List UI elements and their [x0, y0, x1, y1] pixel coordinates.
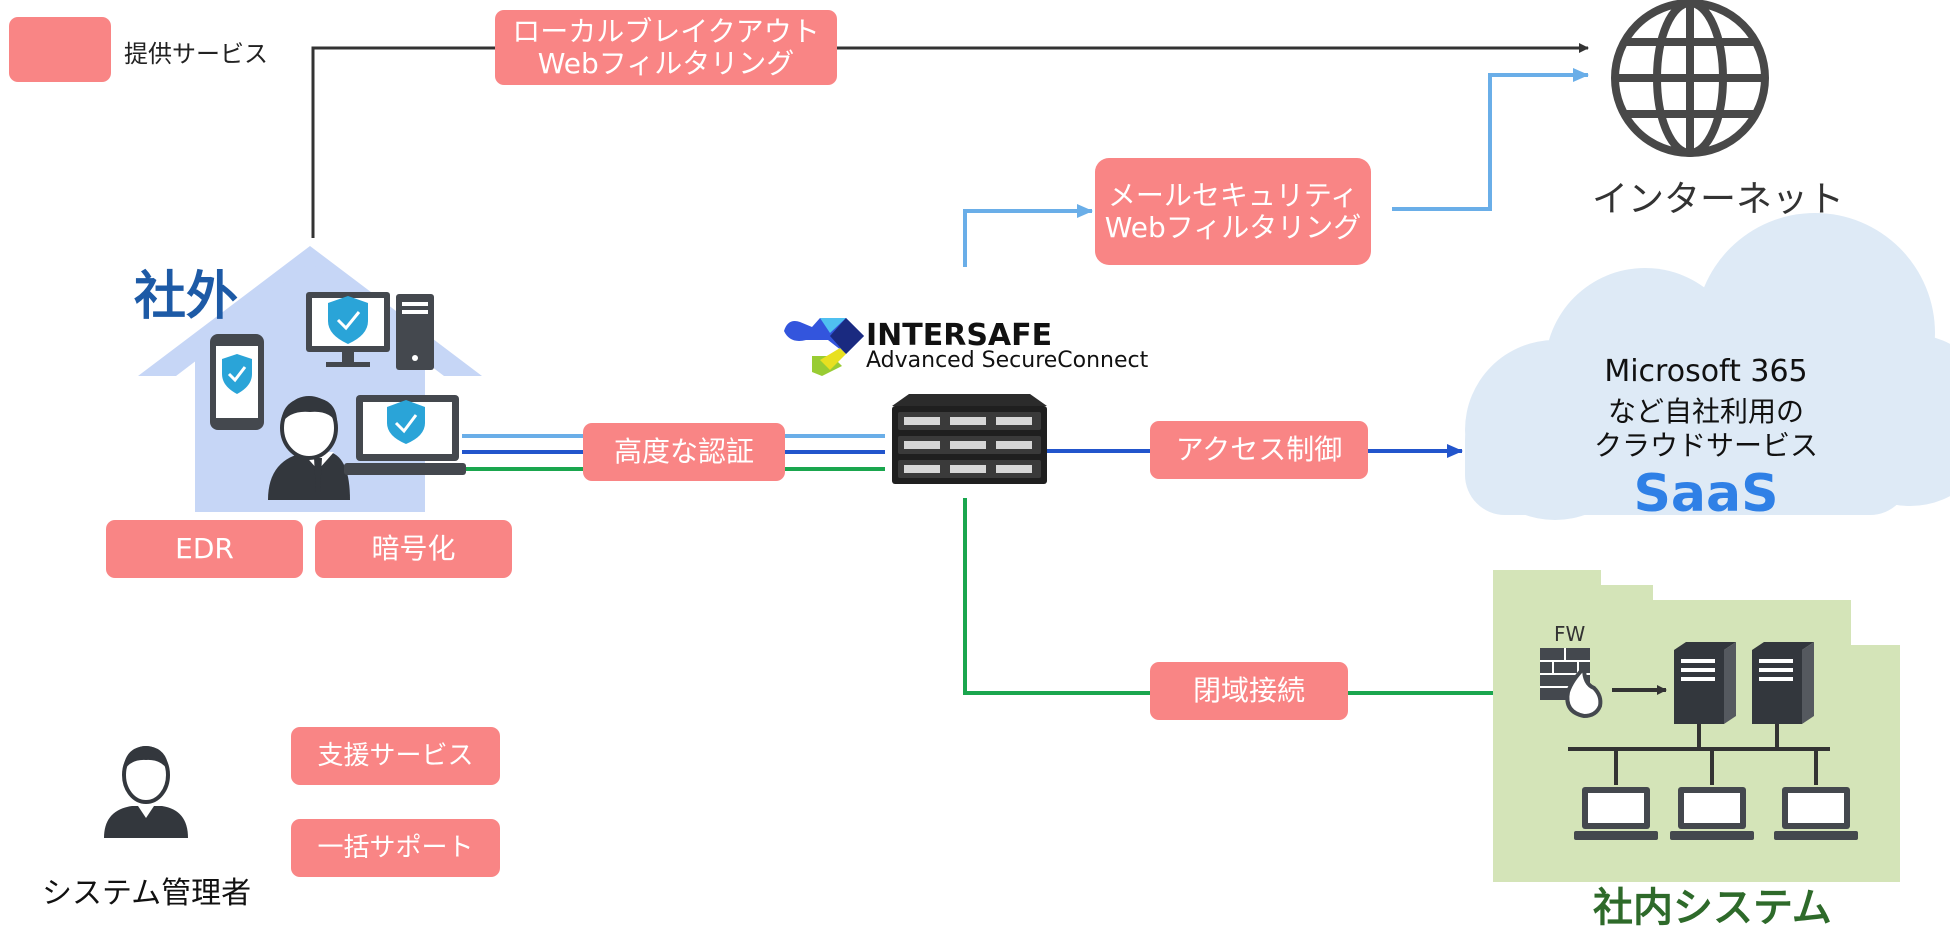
laptop-icon [344, 395, 466, 475]
admin-label: システム管理者 [42, 876, 252, 911]
service-pill-mail-security: メールセキュリティ Webフィルタリング [1095, 158, 1371, 265]
mail-security-line [963, 204, 1093, 267]
fw-label: FW [1554, 622, 1586, 646]
service-pill-label: Webフィルタリング [1104, 210, 1362, 244]
smartphone-icon [210, 334, 264, 430]
service-pill-closed-network: 閉域接続 [1150, 662, 1348, 720]
outside-title: 社外 [134, 267, 239, 327]
saas-description-line3: クラウドサービス [1593, 429, 1818, 462]
saas-description-line1: Microsoft 365 [1604, 354, 1808, 389]
lan-laptop-icon-2 [1670, 787, 1754, 840]
lan-laptop-icon-1 [1574, 787, 1658, 840]
server-tower-icon-2 [1752, 642, 1814, 724]
administrator-icon [104, 746, 188, 838]
intersafe-logo [784, 318, 864, 376]
breakout-line [311, 43, 1589, 238]
legend-swatch [9, 17, 111, 82]
service-pill-advanced-auth: 高度な認証 [583, 423, 785, 481]
service-pill-encryption: 暗号化 [315, 520, 512, 578]
server-icon [892, 394, 1047, 484]
lan-laptop-icon-3 [1774, 787, 1858, 840]
server-tower-icon-1 [1674, 642, 1736, 724]
service-pill-label: ローカルブレイクアウト [512, 14, 820, 48]
saas-title: SaaS [1633, 464, 1779, 524]
service-pill-bulk-support: 一括サポート [291, 819, 500, 877]
service-pill-support: 支援サービス [291, 727, 500, 785]
service-pill-label: メールセキュリティ [1107, 178, 1359, 212]
globe-icon [1611, 0, 1769, 157]
legend-label: 提供サービス [124, 40, 268, 68]
internet-label: インターネット [1592, 179, 1845, 220]
saas-description-line2: など自社利用の [1607, 395, 1804, 428]
lan-lines [1568, 724, 1830, 785]
intranet-title: 社内システム [1593, 885, 1832, 931]
internet-line [1392, 68, 1589, 211]
service-pill-access-control: アクセス制御 [1150, 421, 1368, 479]
service-pill-local-breakout: ローカルブレイクアウト Webフィルタリング [495, 10, 837, 85]
firewall-icon [1540, 648, 1603, 719]
product-subtitle: Advanced SecureConnect [866, 348, 1149, 373]
person-icon [268, 396, 350, 500]
product-name: INTERSAFE [866, 318, 1053, 353]
desktop-pc-icon [306, 292, 434, 370]
cloud-icon [1465, 213, 1950, 520]
service-pill-label: Webフィルタリング [537, 46, 795, 80]
service-pill-edr: EDR [106, 520, 303, 578]
